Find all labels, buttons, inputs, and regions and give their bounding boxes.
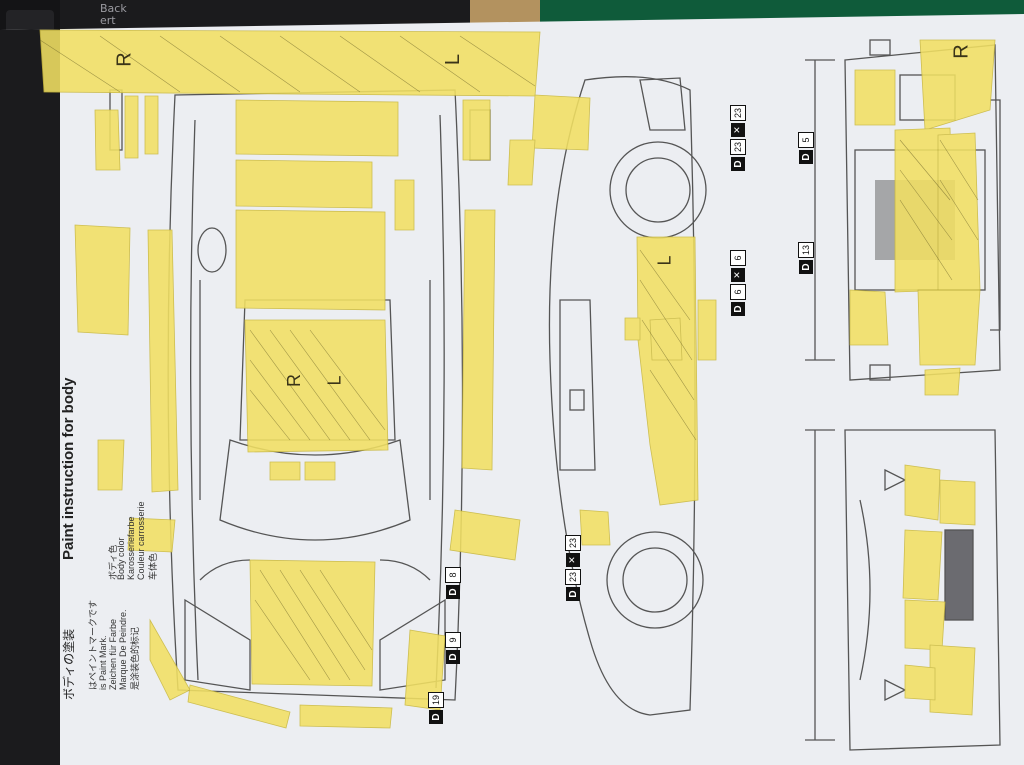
legend-paint-mark-de: Zeichen für Farbe xyxy=(108,618,118,690)
callout-number: 23 xyxy=(730,105,746,121)
callout-cross-icon: ✕ xyxy=(731,123,745,137)
tape-mark: L xyxy=(442,53,465,66)
callout-letter: D xyxy=(429,710,443,724)
tape-mark: R xyxy=(113,52,136,67)
tape-mark: R xyxy=(950,44,973,59)
part-callout: D 13 xyxy=(798,242,814,274)
legend-paint-mark-en: is Paint Mark. xyxy=(98,635,108,690)
key-label: ert xyxy=(100,14,116,27)
section-title-ja: ボディの塗装 xyxy=(62,628,76,700)
callout-letter: D xyxy=(566,587,580,601)
legend-body-color-zh: 车体色 xyxy=(148,552,158,580)
part-callout: D 6 ✕ 6 xyxy=(730,250,746,316)
section-title-en: Paint instruction for body xyxy=(60,377,77,561)
callout-number: 5 xyxy=(798,132,814,148)
callout-number: 8 xyxy=(445,567,461,583)
callout-letter: D xyxy=(731,157,745,171)
callout-cross-icon: ✕ xyxy=(731,268,745,282)
legend-paint-mark-zh: 是涂装色的标记 xyxy=(130,626,140,690)
callout-letter: D xyxy=(799,150,813,164)
callout-number: 13 xyxy=(798,242,814,258)
part-callout: D 5 xyxy=(798,132,814,164)
paint-legend: はペイントマークです is Paint Mark. Zeichen für Fa… xyxy=(86,460,166,690)
callout-number: 19 xyxy=(428,692,444,708)
callout-number: 6 xyxy=(730,250,746,266)
callout-letter: D xyxy=(731,302,745,316)
part-callout: D 19 xyxy=(428,692,444,724)
legend-body-color-fr: Couleur carrosserie xyxy=(136,501,146,580)
tape-mark: R xyxy=(284,374,304,387)
callout-number: 6 xyxy=(730,284,746,300)
key-label: Back xyxy=(100,2,127,15)
callout-letter: D xyxy=(799,260,813,274)
part-callout: D 23 ✕ 23 xyxy=(565,535,581,601)
callout-number: 9 xyxy=(445,632,461,648)
callout-number: 23 xyxy=(565,569,581,585)
callout-number: 23 xyxy=(565,535,581,551)
legend-body-color-en: Body color xyxy=(116,537,126,580)
part-callout: D 23 ✕ 23 xyxy=(730,105,746,171)
callout-cross-icon: ✕ xyxy=(566,553,580,567)
tape-mark: L xyxy=(324,375,345,386)
part-callout: D 8 xyxy=(445,567,461,599)
callout-number: 23 xyxy=(730,139,746,155)
tape-mark: L xyxy=(654,255,675,266)
part-callout: D 9 xyxy=(445,632,461,664)
callout-letter: D xyxy=(446,585,460,599)
legend-paint-mark-fr: Marque De Peindre. xyxy=(118,609,128,690)
legend-body-color-de: Karosseriefarbe xyxy=(126,516,136,580)
callout-letter: D xyxy=(446,650,460,664)
